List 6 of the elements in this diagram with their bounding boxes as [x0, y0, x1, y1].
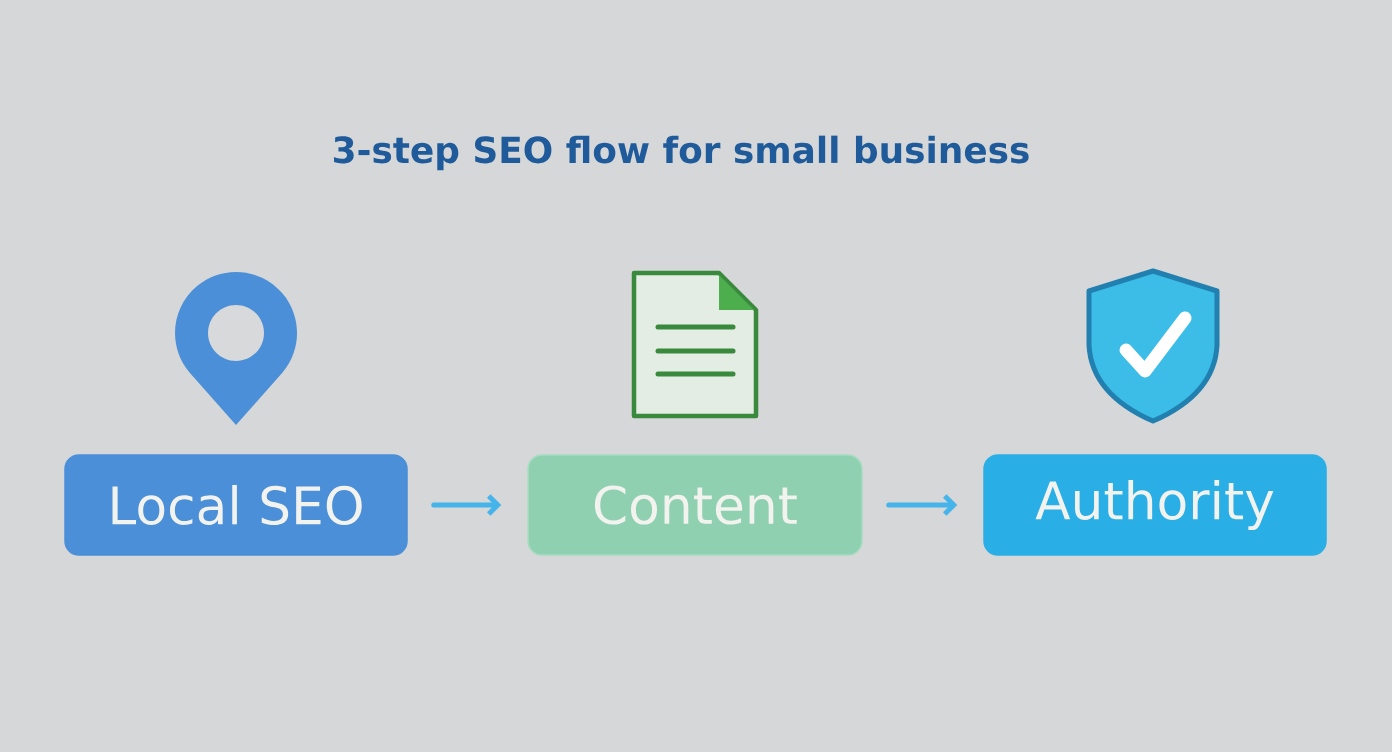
- title: 3-step SEO flow for small business: [334, 135, 1029, 171]
- step-box: Authority: [983, 454, 1327, 556]
- step-box: Local SEO: [64, 454, 408, 556]
- arrow: [886, 494, 958, 516]
- step-box: Content: [527, 454, 863, 556]
- arrow: [431, 494, 502, 516]
